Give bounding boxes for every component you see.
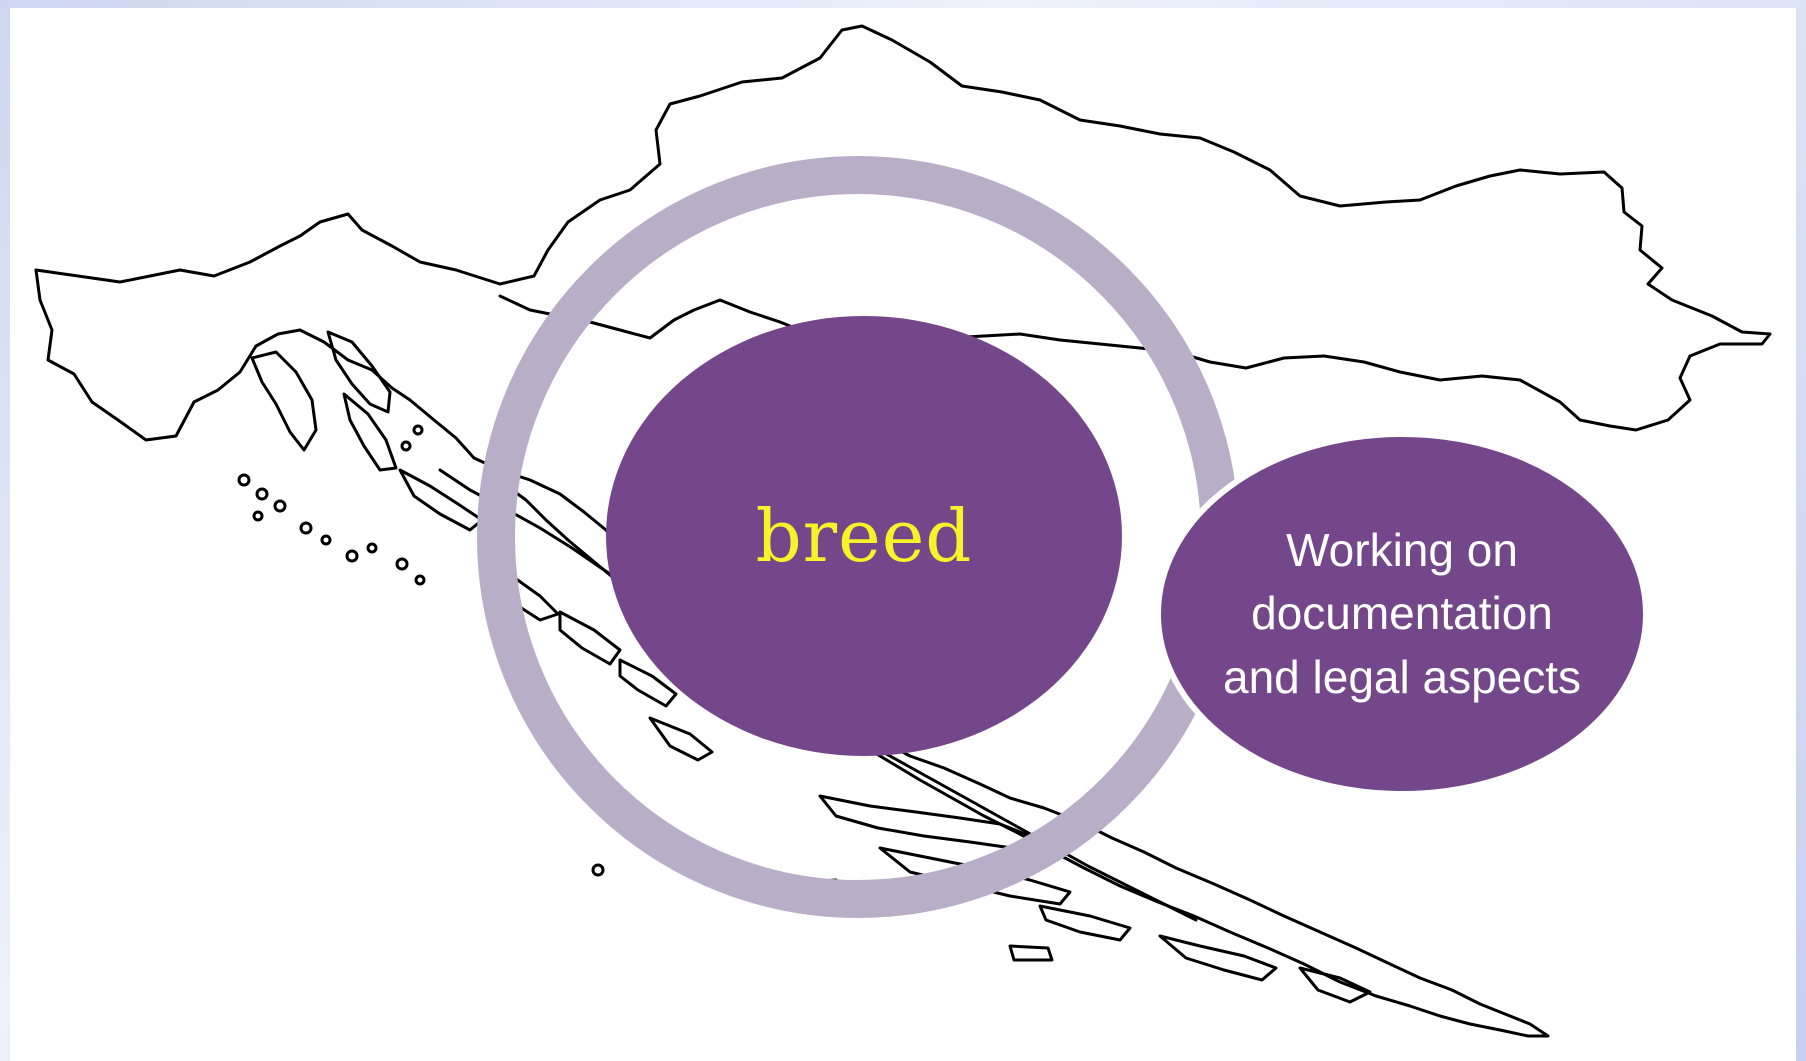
side-circle — [1155, 431, 1649, 797]
center-circle — [606, 316, 1122, 756]
